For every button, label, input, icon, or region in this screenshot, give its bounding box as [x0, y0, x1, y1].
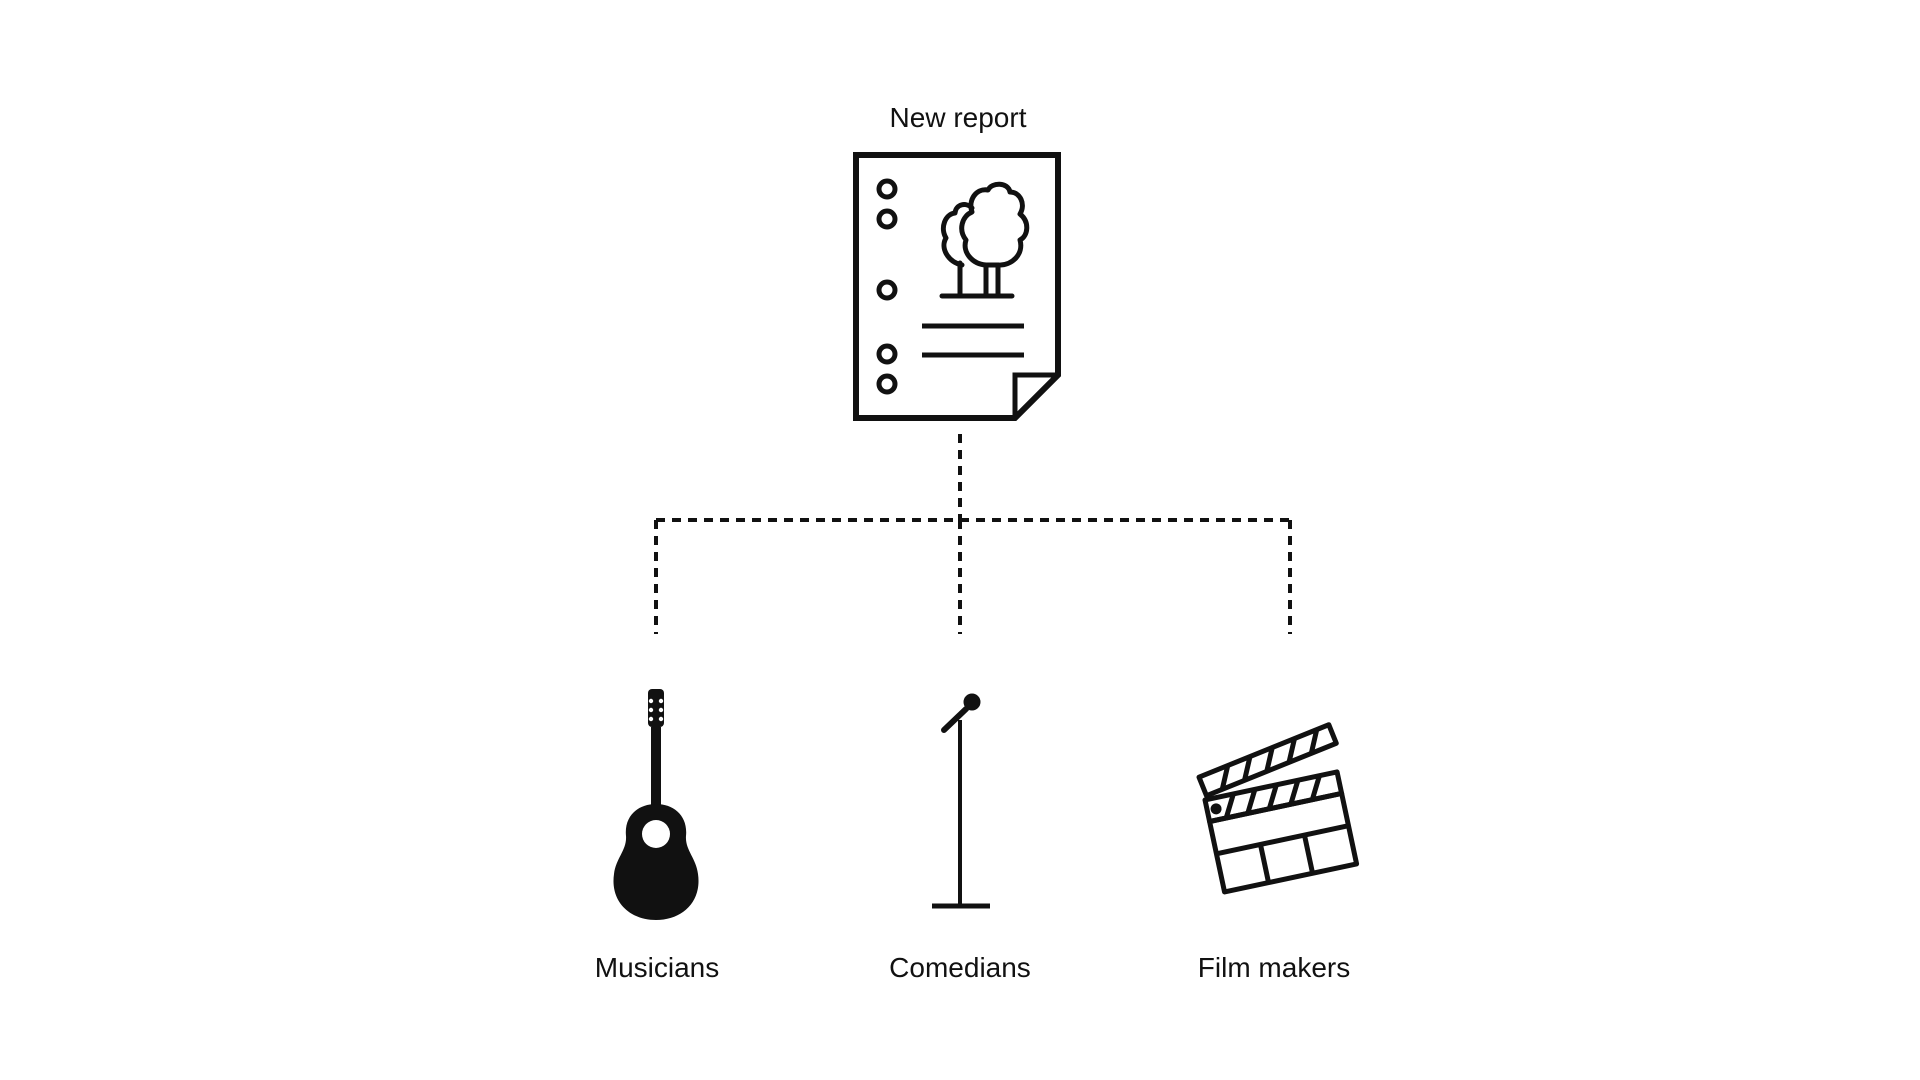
guitar-icon [613, 689, 699, 920]
report-document-icon [853, 152, 1061, 421]
clapperboard-icon [1196, 722, 1360, 895]
tree-connectors [654, 434, 1292, 634]
root-label: New report [889, 102, 1027, 133]
musicians-label: Musicians [594, 952, 720, 983]
tree-illustration [939, 181, 1030, 299]
film-makers-label: Film makers [1197, 952, 1351, 983]
comedians-label: Comedians [889, 952, 1031, 983]
microphone-stand-icon [932, 693, 990, 909]
